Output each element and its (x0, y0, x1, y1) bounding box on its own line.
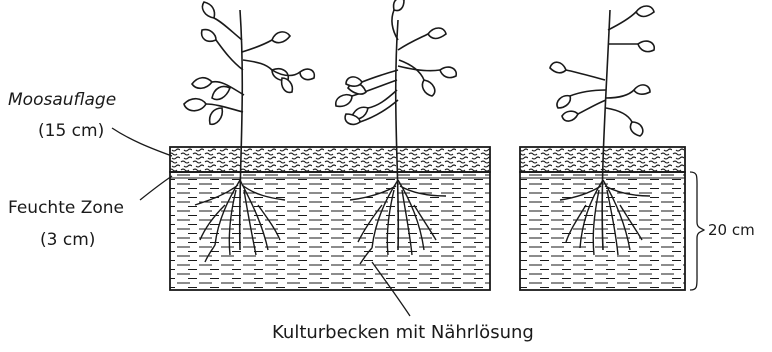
basin-label: Kulturbecken mit Nährlösung (272, 322, 534, 343)
leaf (550, 62, 566, 73)
leaf (428, 28, 446, 39)
leaf (440, 67, 456, 77)
leaf (422, 80, 434, 96)
moss-leader (112, 128, 172, 156)
moist-zone-label: Feuchte Zone (8, 198, 124, 218)
leaf (210, 108, 223, 124)
leaf (636, 6, 654, 17)
left-moss-layer (170, 147, 490, 172)
leaf (212, 86, 230, 99)
leaf (300, 69, 314, 79)
moss-layer-label: Moosauflage (8, 90, 116, 110)
moss-thickness-label: (15 cm) (38, 121, 104, 141)
leaf (638, 41, 654, 51)
depth-bracket (690, 172, 704, 290)
leaf (630, 122, 642, 136)
depth-label: 20 cm (708, 221, 755, 239)
moist-leader (140, 176, 172, 200)
moist-thickness-label: (3 cm) (40, 230, 95, 250)
left-basin (170, 147, 490, 290)
leaf (394, 0, 404, 11)
leaf (634, 85, 650, 94)
leaf (282, 78, 293, 92)
leaf (336, 95, 352, 107)
leaf (202, 2, 214, 18)
leaf (272, 32, 290, 43)
leaf (557, 96, 570, 108)
leaf (192, 78, 212, 89)
leaf (562, 111, 578, 121)
leaf (346, 77, 362, 86)
leaf (202, 30, 216, 42)
leaf (184, 99, 206, 111)
